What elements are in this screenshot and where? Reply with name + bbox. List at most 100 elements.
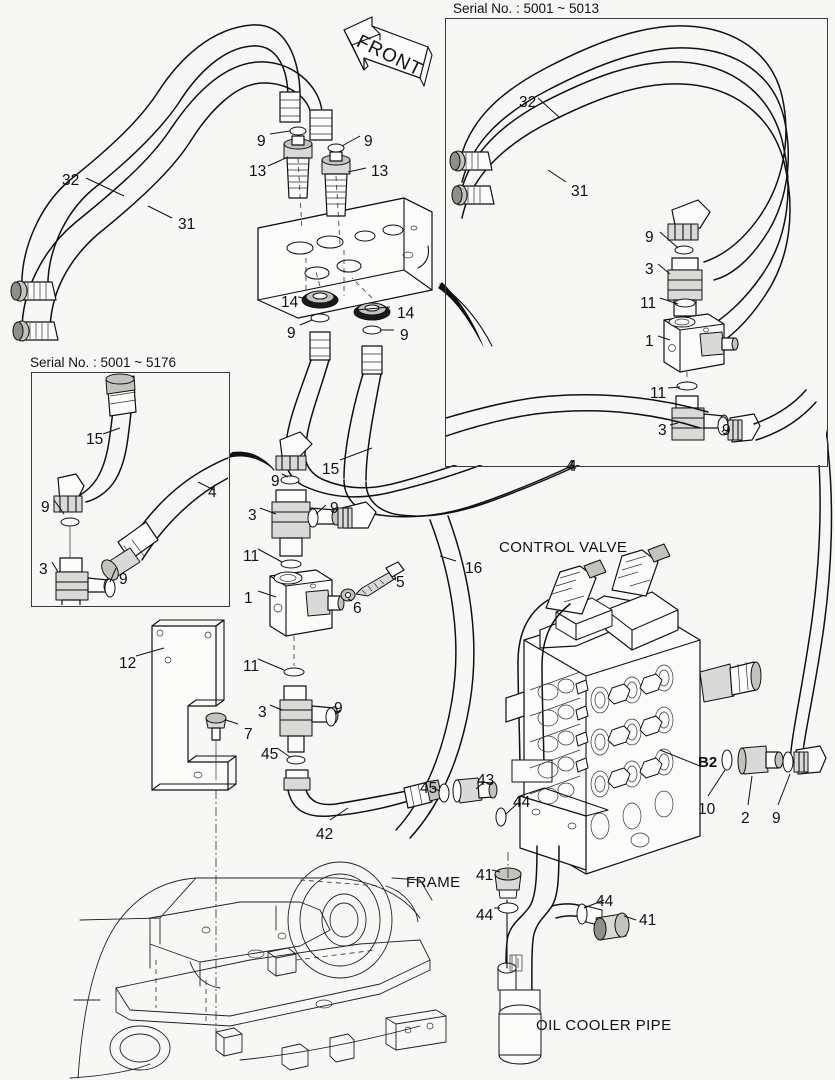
fitting-13-right xyxy=(321,151,351,217)
valve-port-right xyxy=(699,661,762,703)
callout-number: 11 xyxy=(650,385,667,402)
oring-9 xyxy=(782,751,794,773)
callout-number: 4 xyxy=(568,458,577,475)
inset-elbow-15 xyxy=(53,473,85,513)
callout-number: 32 xyxy=(519,94,537,111)
callout-number: 9 xyxy=(334,700,343,717)
hose-ferrule-b xyxy=(309,109,333,141)
callout-number: 9 xyxy=(364,133,373,150)
oring-9 xyxy=(307,508,319,528)
valve-hex-ports xyxy=(607,673,663,789)
callout-number: 11 xyxy=(243,658,260,675)
callout-number: 9 xyxy=(119,571,128,588)
inset-elbow-lower xyxy=(727,413,761,443)
valve-assembly-center xyxy=(257,431,443,821)
frame-caption: FRAME xyxy=(406,874,461,891)
spool-top-right xyxy=(611,543,671,597)
oring-44 xyxy=(497,902,519,914)
callout-number: 9 xyxy=(257,133,266,150)
plug-41-upper xyxy=(494,867,522,899)
callout-number: 1 xyxy=(645,333,654,350)
callout-number: 15 xyxy=(322,461,340,478)
callout-number: 45 xyxy=(261,746,279,763)
callout-number: 11 xyxy=(243,548,260,565)
inset-fitting-3 xyxy=(55,557,113,605)
bolt-5 xyxy=(355,561,405,597)
bolt-7 xyxy=(205,712,239,780)
frame-assembly xyxy=(69,861,447,1079)
oring-45 xyxy=(438,783,450,803)
front-arrow-icon xyxy=(343,16,433,87)
callout-number: 9 xyxy=(271,473,280,490)
oring-9 xyxy=(325,707,337,727)
elbow-upper xyxy=(275,431,313,471)
oring-44 xyxy=(495,807,507,827)
inset-left-content xyxy=(32,373,228,605)
spool-top-left xyxy=(545,559,607,615)
callout-number: 5 xyxy=(396,574,405,591)
hose-stem-left xyxy=(285,331,331,445)
callout-number: 31 xyxy=(178,216,196,233)
callout-number: 9 xyxy=(400,327,409,344)
callout-number: 9 xyxy=(41,499,50,516)
hose-group-left xyxy=(10,24,333,342)
oil-cooler-pipe xyxy=(497,845,603,1065)
fitting-2 xyxy=(737,745,784,775)
callout-number: 9 xyxy=(287,325,296,342)
hose-stem-right xyxy=(343,345,383,481)
inset-top-right-serial-label: Serial No. : 5001 ~ 5013 xyxy=(453,1,599,16)
fitting-3-upper xyxy=(271,489,341,557)
callout-number: 3 xyxy=(658,422,667,439)
callout-number: 45 xyxy=(420,780,438,797)
callout-number: 41 xyxy=(476,867,494,884)
callout-number: 3 xyxy=(258,704,267,721)
control-valve-caption: CONTROL VALVE xyxy=(499,539,628,556)
inset-elbow-top xyxy=(667,199,711,241)
oring-9 xyxy=(327,143,345,153)
callout-number: 10 xyxy=(698,801,716,818)
callout-number: 15 xyxy=(86,431,104,448)
valve-block-1 xyxy=(269,569,345,637)
callout-number: 3 xyxy=(248,507,257,524)
callout-number: 31 xyxy=(571,183,589,200)
callout-number: 7 xyxy=(244,726,253,743)
inset-hose-end-upper xyxy=(449,150,493,172)
inset-left-serial-label: Serial No. : 5001 ~ 5176 xyxy=(30,355,176,370)
plug-41-right xyxy=(593,912,630,941)
oring-11 xyxy=(283,667,305,677)
oil-cooler-pipe-caption: OIL COOLER PIPE xyxy=(536,1017,672,1034)
callout-number: 42 xyxy=(316,826,334,843)
port-b2-label: B2 xyxy=(698,754,718,771)
valve-spool-sections xyxy=(529,671,589,805)
callout-number: 9 xyxy=(645,229,654,246)
callout-number: 4 xyxy=(208,484,217,501)
callout-number: 13 xyxy=(371,163,389,180)
callout-number: 16 xyxy=(465,560,483,577)
callout-number: 4 xyxy=(566,458,575,475)
control-valve-assembly xyxy=(505,543,762,875)
fitting-14-left xyxy=(301,290,339,309)
hose-ferrule-a xyxy=(279,91,301,123)
callout-number: 9 xyxy=(772,810,781,827)
oring-9 xyxy=(280,475,300,485)
callout-number: 3 xyxy=(39,561,48,578)
callout-number: 12 xyxy=(119,655,137,672)
inset-box-left xyxy=(31,372,230,607)
elbow-right-lower xyxy=(793,745,827,775)
hose-end-upper-left xyxy=(10,280,57,302)
inset-oring-9 xyxy=(674,245,694,255)
inset-hose-end-lower xyxy=(451,184,495,206)
hose-end-lower-left xyxy=(12,320,59,342)
callout-number: 2 xyxy=(741,810,750,827)
callout-number: 32 xyxy=(62,172,80,189)
elbow-right-15 xyxy=(337,501,377,529)
callout-number: 14 xyxy=(397,305,415,322)
callout-number: 44 xyxy=(513,794,531,811)
inset-box-top-right xyxy=(445,18,828,467)
inset-valve-block-1 xyxy=(663,313,739,373)
callout-number: 13 xyxy=(249,163,267,180)
callout-number: 44 xyxy=(476,907,494,924)
elbow-hose-42 xyxy=(283,769,443,818)
oring-11 xyxy=(280,559,302,569)
